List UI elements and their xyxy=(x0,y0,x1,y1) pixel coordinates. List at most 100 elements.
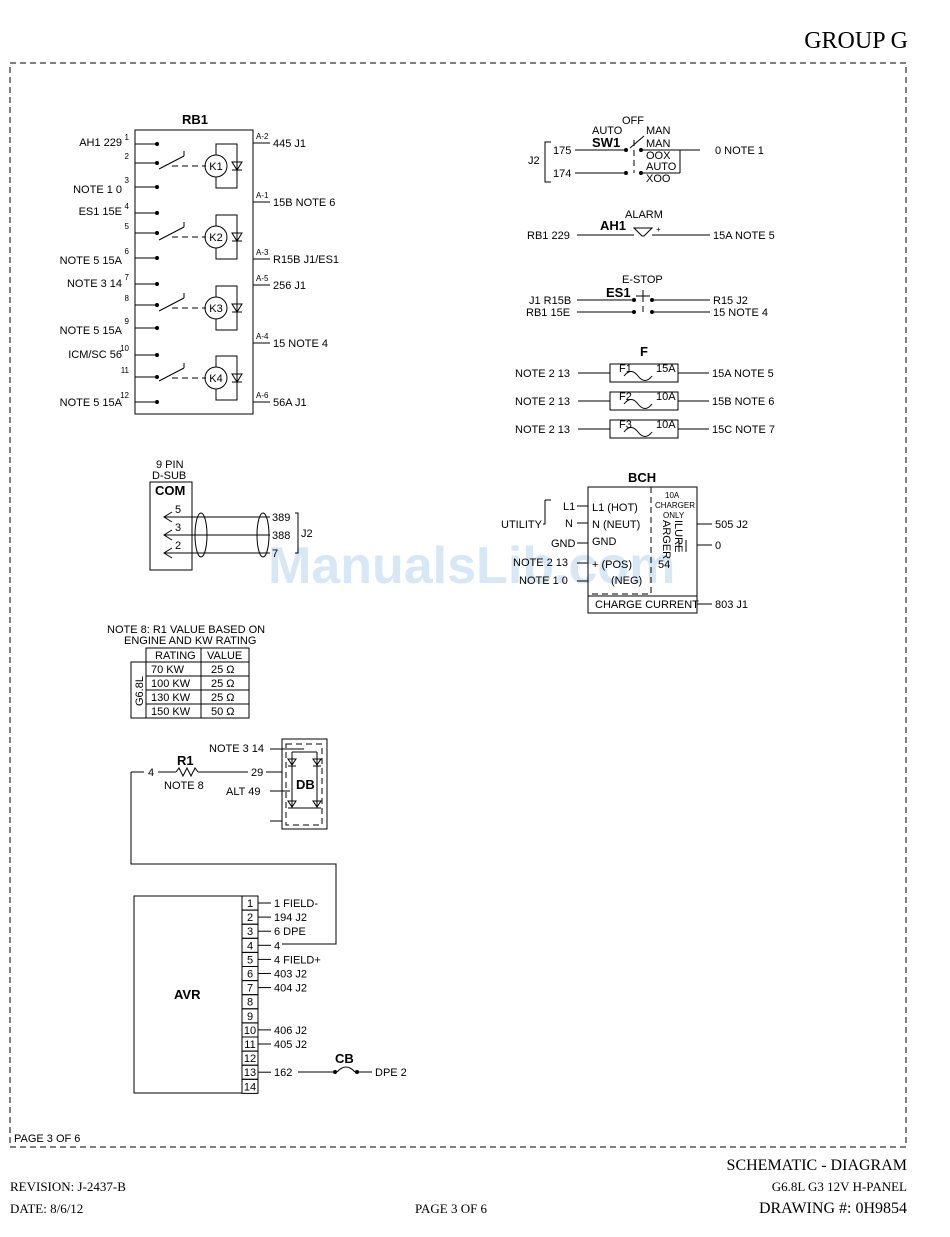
rb1-right-pin-1: A-2 xyxy=(256,132,269,141)
footer-title: SCHEMATIC - DIAGRAM xyxy=(727,1157,907,1174)
ah1-right-label: 15A NOTE 5 xyxy=(713,230,775,242)
note8-rating-3: 130 KW xyxy=(151,692,191,704)
page-note: PAGE 3 OF 6 xyxy=(14,1133,80,1145)
sw1-output: 0 NOTE 1 xyxy=(715,145,764,157)
avr-pin-13: 13 xyxy=(244,1067,256,1079)
bch-title: BCH xyxy=(628,470,656,485)
com-wire-2: 388 xyxy=(272,530,290,542)
fuse-left-label-3: NOTE 2 13 xyxy=(515,424,570,436)
fuse-left-label-1: NOTE 2 13 xyxy=(515,368,570,380)
es1-estop-label: E-STOP xyxy=(622,274,663,286)
rb1-right-label-4: 256 J1 xyxy=(273,280,306,292)
bch-in-n: N xyxy=(565,518,573,530)
fuse-left-label-2: NOTE 2 13 xyxy=(515,396,570,408)
ah1-title: AH1 xyxy=(600,218,626,233)
r1-left-wire: 4 xyxy=(148,767,154,779)
es1-title: ES1 xyxy=(606,285,631,300)
rb1-pin-12: 12 xyxy=(120,391,129,400)
fuse-amps-1: 15A xyxy=(656,363,676,375)
rb1-right-pin-6: A-6 xyxy=(256,391,269,400)
diode-bridge xyxy=(287,751,322,809)
rb1-title: RB1 xyxy=(182,112,208,127)
com-pin-2: 3 xyxy=(175,522,181,534)
avr-label-6: 403 J2 xyxy=(274,969,307,981)
db-title: DB xyxy=(296,777,315,792)
footer-page: PAGE 3 OF 6 xyxy=(415,1201,488,1216)
note8-group: G6.8L xyxy=(134,676,146,706)
avr-pin-5: 5 xyxy=(247,954,253,966)
sw1-off-label: OFF xyxy=(622,115,644,127)
sw1-xoo-label: XOO xyxy=(646,173,671,185)
bch-in-neg: NOTE 1 0 xyxy=(519,575,568,587)
bch-in-gnd: GND xyxy=(551,538,576,550)
sw1-title: SW1 xyxy=(592,135,620,150)
note8-value-1: 25 Ω xyxy=(211,664,235,676)
rb1-pin-9: 9 xyxy=(125,317,130,326)
avr-pin-7: 7 xyxy=(247,983,253,995)
rb1-pin-3: 3 xyxy=(125,176,130,185)
ah1-block: ALARM AH1 RB1 229 + 15A NOTE 5 xyxy=(527,209,775,242)
rb1-pin-11: 11 xyxy=(121,366,130,375)
avr-pin-12: 12 xyxy=(244,1053,256,1065)
bch-neg: (NEG) xyxy=(611,575,642,587)
rb1-pin-8: 8 xyxy=(125,294,130,303)
footer-revision: REVISION: J-2437-B xyxy=(10,1179,126,1194)
note8-line2: ENGINE AND KW RATING xyxy=(124,635,256,647)
avr-label-5: 4 FIELD+ xyxy=(274,954,321,966)
es1-left-1: J1 R15B xyxy=(529,295,571,307)
fuse-right-label-3: 15C NOTE 7 xyxy=(712,424,775,436)
sw1-wire-174: 174 xyxy=(553,168,571,180)
r1-note: NOTE 8 xyxy=(164,780,204,792)
rb1-left-label-5: NOTE 3 14 xyxy=(67,278,122,290)
bch-charger: CHARGER xyxy=(655,501,695,510)
relay-label-3: K3 xyxy=(209,303,222,315)
rb1-pin-1: 1 xyxy=(125,133,130,142)
estop-icon xyxy=(636,290,650,297)
bch-only: ONLY xyxy=(663,511,685,520)
com-j2-label: J2 xyxy=(301,528,313,540)
com-pin-1: 5 xyxy=(175,504,181,516)
bch-block: BCH 10A CHARGER ONLY ARGER ILURE L1 (HOT… xyxy=(501,470,748,614)
bch-charge: CHARGE CURRENT xyxy=(595,599,699,611)
rb1-left-label-2: NOTE 1 0 xyxy=(73,184,122,196)
sw1-man-label: MAN xyxy=(646,125,671,137)
sw1-auto2-label: AUTO xyxy=(646,161,677,173)
avr-label-10: 406 J2 xyxy=(274,1025,307,1037)
avr-pin-8: 8 xyxy=(247,997,253,1009)
note8-value-4: 50 Ω xyxy=(211,706,235,718)
fuse-icon xyxy=(623,399,653,409)
note8-value-2: 25 Ω xyxy=(211,678,235,690)
db-alt-label: ALT 49 xyxy=(226,786,260,798)
sw1-j2-label: J2 xyxy=(528,155,540,167)
relay-label-1: K1 xyxy=(209,161,222,173)
avr-label-7: 404 J2 xyxy=(274,983,307,995)
bch-utility: UTILITY xyxy=(501,519,543,531)
resistor-icon xyxy=(175,766,199,778)
rb1-right-pin-5: A-4 xyxy=(256,332,269,341)
note8-rating-1: 70 KW xyxy=(151,664,185,676)
com-pin-3: 2 xyxy=(175,540,181,552)
avr-pin-9: 9 xyxy=(247,1011,253,1023)
fuse-title: F xyxy=(640,344,648,359)
fuse-right-label-1: 15A NOTE 5 xyxy=(712,368,774,380)
rb1-right-pin-3: A-3 xyxy=(256,248,269,257)
avr-label-4: 4 xyxy=(274,940,280,952)
r1-title: R1 xyxy=(177,753,194,768)
bch-in-pos: NOTE 2 13 xyxy=(513,557,568,569)
bch-n: N (NEUT) xyxy=(592,519,640,531)
shield-ellipse-1 xyxy=(194,512,208,558)
fuse-id-1: F1 xyxy=(619,363,632,375)
sw1-block: OFF AUTO MAN SW1 MAN OOX AUTO XOO J2 175… xyxy=(528,115,764,185)
rb1-right-pin-2: A-1 xyxy=(256,191,269,200)
relay-label-4: K4 xyxy=(209,373,222,385)
rb1-pin-7: 7 xyxy=(125,273,130,282)
fuse-amps-3: 10A xyxy=(656,419,676,431)
bch-mid: 54 xyxy=(658,559,670,571)
es1-block: E-STOP ES1 J1 R15B RB1 15E R15 J2 15 NOT… xyxy=(526,274,768,319)
